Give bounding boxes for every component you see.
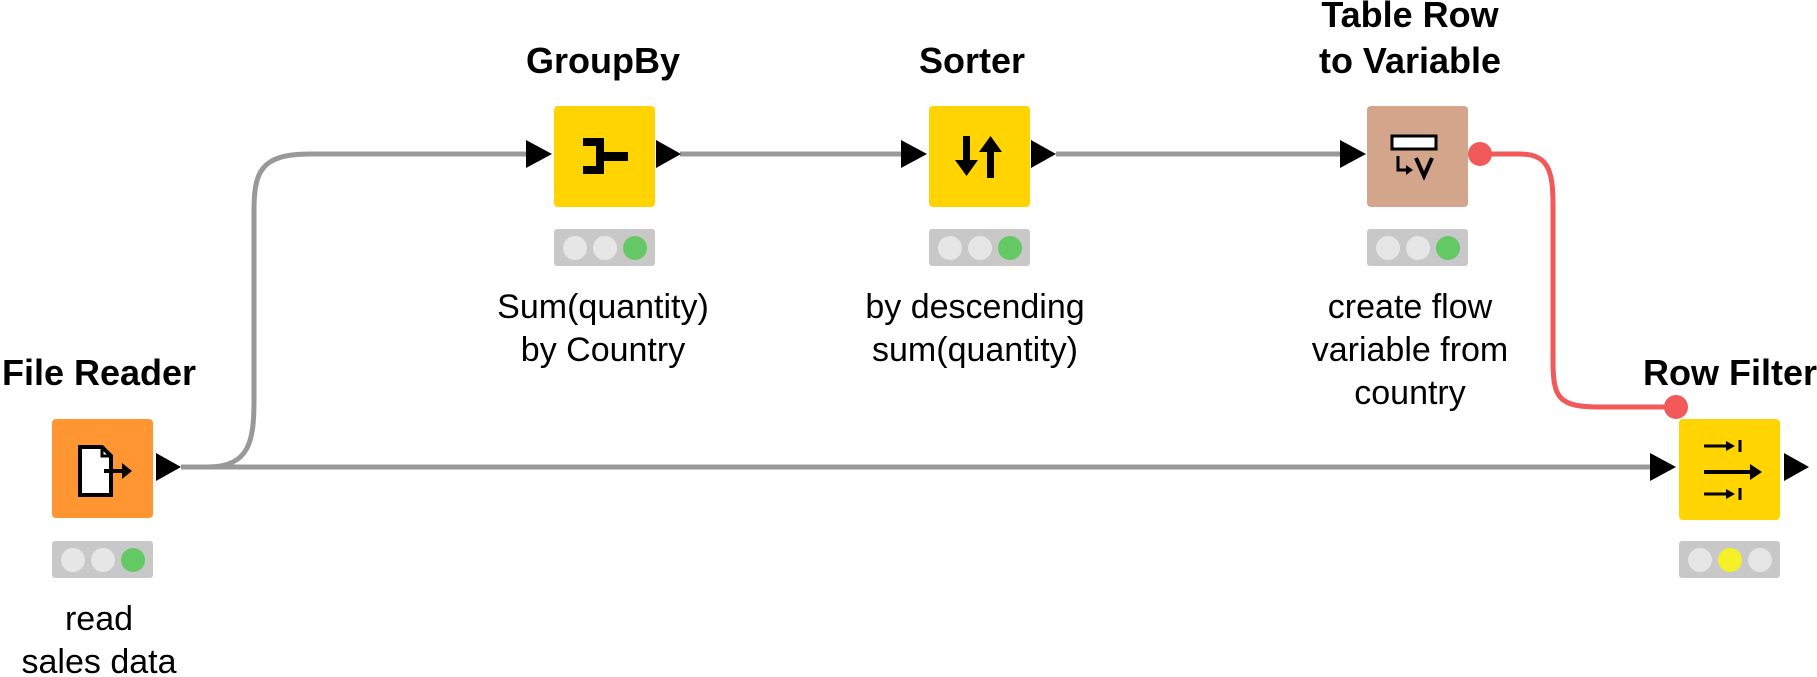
node-body[interactable]: [1367, 106, 1468, 207]
output-port[interactable]: [656, 140, 681, 168]
node-description: country: [1354, 374, 1466, 412]
node-title: GroupBy: [526, 40, 680, 81]
input-port[interactable]: [526, 140, 552, 168]
node-sorter[interactable]: Sorter by descending sum(quantity): [865, 40, 1084, 369]
status-light-red: [61, 548, 85, 572]
status-light-red: [938, 236, 962, 260]
status-light-green: [121, 548, 145, 572]
output-port[interactable]: [1031, 140, 1056, 168]
table-row-to-variable-icon: [1390, 134, 1438, 181]
node-description: by Country: [521, 331, 685, 369]
status-light-yellow: [968, 236, 992, 260]
node-title: Table Row: [1321, 0, 1499, 35]
node-body[interactable]: [929, 106, 1030, 207]
output-port[interactable]: [1784, 453, 1809, 481]
node-title: File Reader: [2, 352, 196, 393]
node-description: read: [65, 600, 133, 638]
status-light-yellow: [91, 548, 115, 572]
status-light-green: [623, 236, 647, 260]
status-light-red: [1688, 548, 1712, 572]
connection-flow-variable-to-row-filter[interactable]: [1480, 151, 1676, 410]
node-title: Row Filter: [1643, 352, 1817, 393]
input-port[interactable]: [1340, 140, 1366, 168]
node-body[interactable]: [1679, 419, 1780, 520]
node-file-reader[interactable]: File Reader read sales data: [2, 352, 196, 677]
sorter-icon: [955, 136, 1002, 178]
node-title: to Variable: [1319, 40, 1501, 81]
status-light-green: [998, 236, 1022, 260]
output-port[interactable]: [156, 453, 181, 481]
node-row-filter[interactable]: Row Filter: [1643, 352, 1817, 578]
connections: [181, 151, 1676, 470]
input-port[interactable]: [901, 140, 927, 168]
status-light-green: [1748, 548, 1772, 572]
status-light-yellow: [1406, 236, 1430, 260]
node-description: variable from: [1312, 331, 1509, 369]
groupby-icon: [583, 138, 628, 174]
input-port[interactable]: [1650, 453, 1676, 481]
node-groupby[interactable]: GroupBy Sum(quantity) by Country: [497, 40, 709, 369]
status-light-green: [1436, 236, 1460, 260]
node-description: by descending: [865, 288, 1084, 326]
flow-variable-input-port[interactable]: [1664, 395, 1688, 419]
node-description: Sum(quantity): [497, 288, 709, 326]
node-description: sum(quantity): [872, 331, 1078, 369]
node-description: create flow: [1328, 288, 1493, 326]
node-description: sales data: [22, 643, 177, 677]
file-reader-icon: [78, 445, 132, 497]
connection-file-reader-to-groupby[interactable]: [181, 151, 526, 470]
status-light-yellow: [593, 236, 617, 260]
node-title: Sorter: [919, 40, 1025, 81]
status-light-red: [563, 236, 587, 260]
flow-variable-output-port[interactable]: [1468, 142, 1492, 166]
status-light-yellow: [1718, 548, 1742, 572]
status-light-red: [1376, 236, 1400, 260]
node-table-row-to-variable[interactable]: Table Row to Variable create flow variab…: [1312, 0, 1509, 412]
row-filter-icon: [1704, 440, 1762, 500]
